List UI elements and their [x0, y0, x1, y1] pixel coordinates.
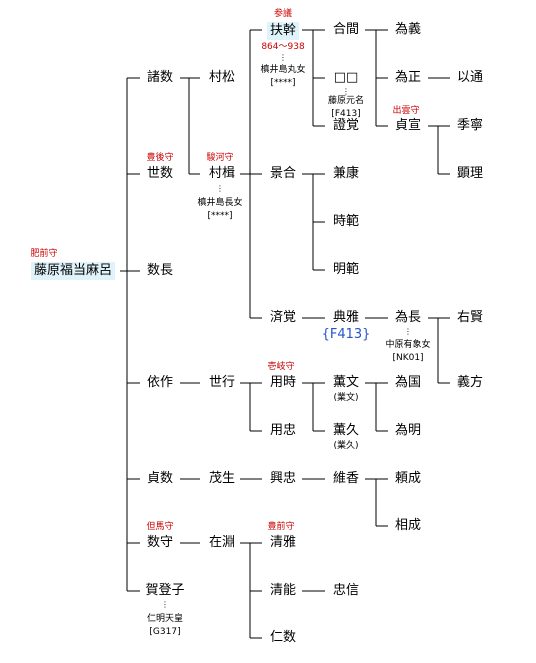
- node-kazumori[interactable]: 数守: [146, 535, 174, 550]
- node-mochitoki[interactable]: 用時: [269, 375, 297, 390]
- node-tadanobu[interactable]: 忠信: [332, 583, 360, 598]
- node-kiyomasa[interactable]: 清雅: [269, 535, 297, 550]
- node-tamenaga[interactable]: 為長: [394, 310, 422, 325]
- node-kenkou[interactable]: 兼康: [332, 166, 360, 181]
- node-yorinari[interactable]: 頼成: [394, 471, 422, 486]
- title-mochitoki: 壱岐守: [267, 362, 295, 372]
- note-katoko-spouse: 仁明天皇: [146, 614, 184, 624]
- node-kaoru-bun[interactable]: 薫文: [332, 375, 360, 390]
- node-sukenari[interactable]: 相成: [394, 518, 422, 533]
- note-fukan-code: [****]: [270, 78, 296, 88]
- note-unknown-code: [F413]: [331, 109, 361, 119]
- node-yoyuki[interactable]: 世行: [208, 375, 236, 390]
- title-kiyomasa: 豊前守: [267, 522, 295, 532]
- spouse-marker: ⋮: [279, 53, 287, 62]
- note-fukan-spouse: 槙井島丸女: [260, 65, 306, 75]
- node-kisai[interactable]: 季寧: [456, 118, 484, 133]
- node-kaoru-hisa[interactable]: 薫久: [332, 423, 360, 438]
- node-tameaki[interactable]: 為明: [394, 423, 422, 438]
- title-sadanori: 出雲守: [392, 106, 420, 116]
- spouse-marker: ⋮: [161, 600, 169, 609]
- node-tenga[interactable]: 典雅: [332, 310, 360, 325]
- node-zaien[interactable]: 在淵: [208, 535, 236, 550]
- node-tokinori[interactable]: 時範: [332, 214, 360, 229]
- node-goukan[interactable]: 合間: [332, 22, 360, 37]
- node-mochimichi[interactable]: 以通: [456, 70, 484, 85]
- node-yokazu[interactable]: 世数: [146, 166, 174, 181]
- title-yokazu: 豊後守: [146, 153, 174, 163]
- note-unknown-spouse: 藤原元名: [327, 96, 365, 106]
- node-saikaku[interactable]: 済覚: [269, 310, 297, 325]
- node-jinsu[interactable]: 仁数: [269, 630, 297, 645]
- node-sadanori[interactable]: 貞宣: [394, 118, 422, 133]
- title-fukutomaro: 肥前守: [30, 249, 58, 259]
- title-kazumori: 但馬守: [146, 522, 174, 532]
- note-murakatsu-spouse: 槙井島長女: [197, 198, 243, 208]
- node-shoukaku[interactable]: 證覚: [332, 118, 360, 133]
- node-unknown[interactable]: □□: [333, 70, 359, 85]
- note-fukan-years: 864〜938: [261, 42, 305, 52]
- note-katoko-code: [G317]: [149, 627, 181, 637]
- node-sadakazu[interactable]: 貞数: [146, 471, 174, 486]
- node-kenri[interactable]: 顕理: [456, 166, 484, 181]
- node-muramatsu[interactable]: 村松: [208, 70, 236, 85]
- node-yorisaku[interactable]: 依作: [146, 375, 174, 390]
- node-uken[interactable]: 右賢: [456, 310, 484, 325]
- node-kiyono[interactable]: 清能: [269, 583, 297, 598]
- note-kaoru-hisa-alt: (業久): [333, 441, 359, 451]
- note-tamenaga-code: [NK01]: [392, 353, 424, 363]
- note-tamenaga-spouse: 中原有象女: [385, 340, 431, 350]
- title-murakatsu: 駿河守: [206, 153, 234, 163]
- spouse-marker: ⋮: [216, 184, 224, 193]
- node-morokazu[interactable]: 諸数: [146, 70, 174, 85]
- spouse-marker: ⋮: [404, 327, 412, 336]
- note-kaoru-bun-alt: (業文): [333, 393, 359, 403]
- node-katoko[interactable]: 賀登子: [145, 583, 185, 598]
- node-okitada[interactable]: 興忠: [269, 471, 297, 486]
- node-tamegi[interactable]: 為義: [394, 22, 422, 37]
- badge-tenga-code: {F413}: [321, 327, 371, 342]
- node-kazunaga[interactable]: 数長: [146, 263, 174, 278]
- node-fukan[interactable]: 扶幹: [266, 22, 300, 40]
- node-yoshikata[interactable]: 義方: [456, 375, 484, 390]
- node-mochitada[interactable]: 用忠: [269, 423, 297, 438]
- title-fukan: 参議: [273, 9, 293, 19]
- spouse-marker: ⋮: [342, 87, 350, 96]
- note-murakatsu-code: [****]: [207, 211, 233, 221]
- node-fujiwara-fukutomaro[interactable]: 藤原福当麻呂: [30, 262, 116, 280]
- node-koretaka[interactable]: 維香: [332, 471, 360, 486]
- node-tamemasa[interactable]: 為正: [394, 70, 422, 85]
- node-tamekuni[interactable]: 為国: [394, 375, 422, 390]
- node-murakatsu[interactable]: 村楫: [208, 166, 236, 181]
- node-shigeo[interactable]: 茂生: [208, 471, 236, 486]
- node-akinori[interactable]: 明範: [332, 262, 360, 277]
- node-kageai[interactable]: 景合: [269, 166, 297, 181]
